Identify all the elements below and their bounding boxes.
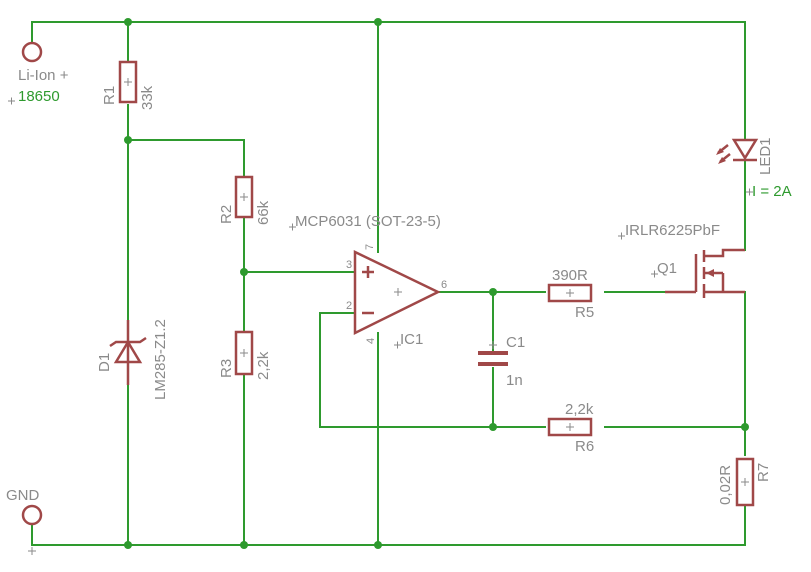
supply-label: Li-Ion + xyxy=(18,67,69,84)
opamp-ic1[interactable]: 3 2 6 7 4 MCP6031 (SOT-23-5) IC1 xyxy=(289,213,447,349)
r2-name: R2 xyxy=(218,205,235,224)
c1-name: C1 xyxy=(506,334,525,351)
ic1-pin-vss: 4 xyxy=(365,338,377,344)
q1-name: Q1 xyxy=(657,260,677,277)
resistor-r5[interactable]: 390R R5 xyxy=(547,267,594,321)
ic1-name: IC1 xyxy=(400,331,423,348)
c1-value: 1n xyxy=(506,372,523,389)
ic1-value: MCP6031 (SOT-23-5) xyxy=(295,213,441,230)
d1-value: LM285-Z1.2 xyxy=(152,319,169,400)
ic1-pin-inv: 2 xyxy=(346,300,352,312)
resistor-r6[interactable]: 2,2k R6 xyxy=(547,401,594,455)
ic1-pin-vdd: 7 xyxy=(364,244,376,250)
q1-value: IRLR6225PbF xyxy=(625,222,720,239)
diode-d1[interactable]: D1 LM285-Z1.2 xyxy=(96,319,169,400)
r3-value: 2,2k xyxy=(255,351,272,380)
r1-name: R1 xyxy=(101,86,118,105)
r7-value: 0,02R xyxy=(717,465,734,505)
r5-value: 390R xyxy=(552,267,588,284)
resistor-r7[interactable]: 0,02R R7 xyxy=(717,457,772,507)
r3-name: R3 xyxy=(218,359,235,378)
resistor-r3[interactable]: R3 2,2k xyxy=(218,330,272,380)
r5-name: R5 xyxy=(575,304,594,321)
resistor-r2[interactable]: R2 66k xyxy=(218,175,272,225)
r7-name: R7 xyxy=(755,463,772,482)
led1-current: I = 2A xyxy=(752,183,792,200)
ic1-pin-noninv: 3 xyxy=(346,259,352,271)
resistor-r1[interactable]: R1 33k xyxy=(101,60,156,110)
ground-label: GND xyxy=(6,487,40,504)
r6-name: R6 xyxy=(575,438,594,455)
ic1-pin-out: 6 xyxy=(441,279,447,291)
led1-name: LED1 xyxy=(757,137,774,175)
supply-value: 18650 xyxy=(18,88,60,105)
wires xyxy=(31,21,746,546)
r6-value: 2,2k xyxy=(565,401,594,418)
mosfet-q1[interactable]: Q1 IRLR6225PbF xyxy=(618,222,745,298)
capacitor-c1[interactable]: C1 1n xyxy=(478,334,525,389)
junctions xyxy=(124,18,749,549)
led-led1[interactable]: LED1 I = 2A xyxy=(716,137,792,200)
r2-value: 66k xyxy=(255,200,272,225)
d1-name: D1 xyxy=(96,353,113,372)
supply-terminal: Li-Ion + 18650 xyxy=(8,41,69,105)
ground-terminal: GND xyxy=(6,487,43,555)
r1-value: 33k xyxy=(139,85,156,110)
